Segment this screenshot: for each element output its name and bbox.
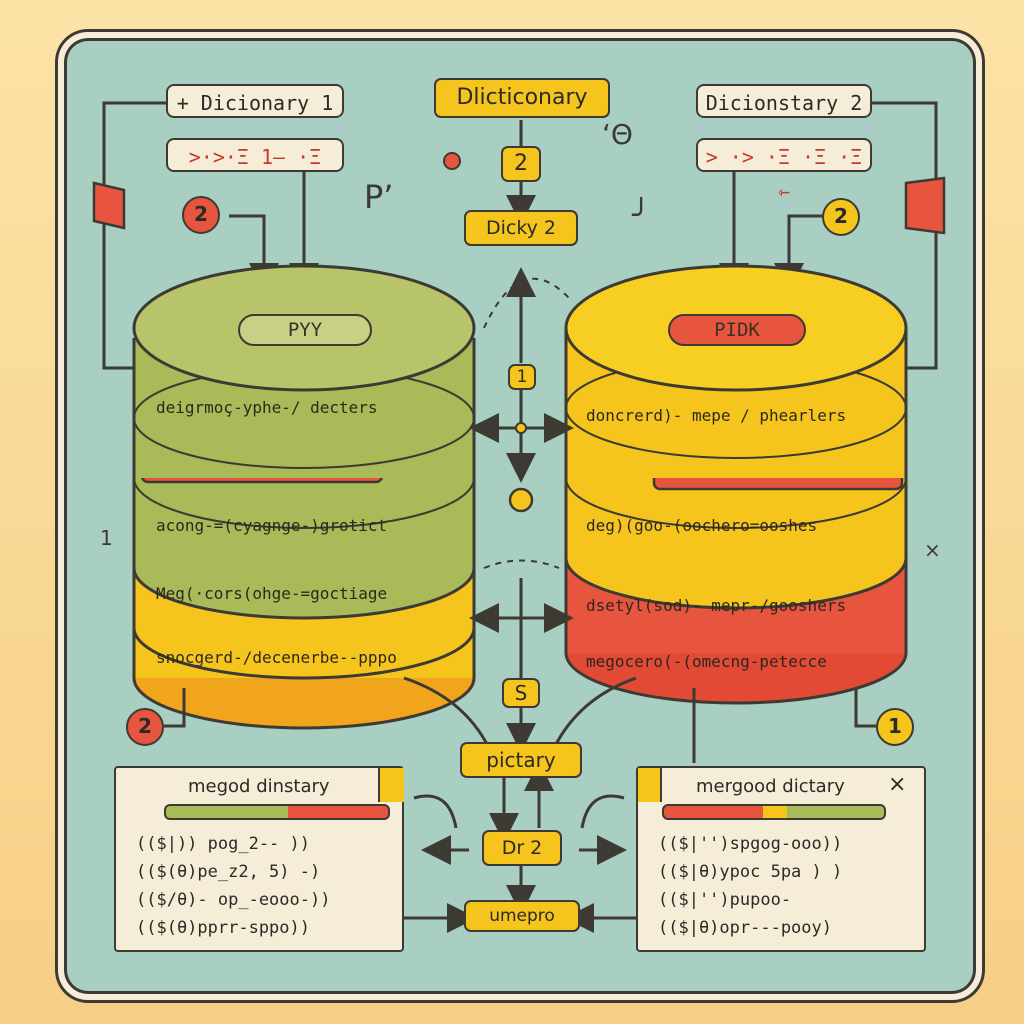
right-panel-row: (($|'')spgog-ooo))	[658, 834, 843, 854]
left-database-pill: PYY	[238, 314, 372, 346]
right-connector	[872, 101, 938, 370]
umepro-box: umepro	[464, 900, 580, 932]
right-db-row: doncrerd)- mepe / phearlers	[586, 406, 847, 425]
left-db-row: acong-=(cyagnge-)grotict	[156, 516, 388, 535]
left-flag-icon	[92, 181, 126, 230]
center-title-label: Dlicticonary	[434, 78, 610, 118]
left-panel-tab	[378, 768, 404, 802]
scribble-left: Pʼ	[364, 178, 394, 216]
left-merged-panel: megod dinstary (($|)) pog_2-- )) (($(θ)p…	[114, 766, 404, 952]
right-panel-row: (($|'')pupoo-	[658, 890, 792, 910]
dictionary-2-sub-label: > ·> ·Ξ ·Ξ ·Ξ ⇽	[696, 138, 872, 203]
scribble-right-2: ╯	[632, 198, 651, 233]
dictionary-2-label: Dicionstary 2	[696, 84, 872, 118]
right-db-row: deg)(goo-(oochero=ooshes	[586, 516, 818, 535]
center-sub-label: Dicky 2	[464, 210, 578, 246]
left-panel-row: (($/θ)- op_-eooo-))	[136, 890, 331, 910]
dr2-box: Dr 2	[482, 830, 562, 866]
pictary-box: pictary	[460, 742, 582, 778]
right-panel-row: (($|θ)ypoc 5pa ) )	[658, 862, 843, 882]
left-panel-row: (($(θ)pprr-sppo))	[136, 918, 310, 938]
right-merged-panel: mergood dictary × (($|'')spgog-ooo)) (($…	[636, 766, 926, 952]
right-panel-close-icon[interactable]: ×	[888, 772, 907, 797]
center-dot	[508, 487, 534, 513]
left-database	[132, 264, 476, 730]
center-number-box: 2	[501, 146, 541, 182]
right-panel-title: mergood dictary	[696, 776, 845, 797]
badge-left-top: 2	[182, 196, 220, 234]
left-db-row: deigrmoç-yphe-/ decters	[156, 398, 378, 417]
right-panel-row: (($|θ)opr---pooy)	[658, 918, 832, 938]
right-flag-icon	[904, 176, 946, 235]
diagram-frame: + Dicionary 1 >·>·Ξ 1— ·Ξ Dlicticonary 2…	[58, 32, 982, 1000]
decor-dot	[443, 152, 461, 170]
left-db-row: Meg(·cors(ohge-=goctiage	[156, 584, 388, 603]
badge-right-top: 2	[822, 198, 860, 236]
left-panel-progress	[164, 804, 390, 820]
left-panel-row: (($(θ)pe_z2, 5) -)	[136, 862, 321, 882]
right-database-pill: PIDK	[668, 314, 806, 346]
left-db-row: snocgerd-/decenerbe--pppo	[156, 648, 397, 667]
center-box-1: 1	[508, 364, 536, 390]
dictionary-1-sub-label: >·>·Ξ 1— ·Ξ	[166, 138, 344, 172]
badge-right-bottom: 1	[876, 708, 914, 746]
right-x-mark: ×	[924, 538, 941, 562]
right-panel-progress	[662, 804, 886, 820]
right-panel-tab	[638, 768, 662, 802]
diagram-artwork	[92, 101, 946, 933]
right-db-row: megocero(-(omecng-petecce	[586, 652, 827, 671]
center-box-s: S	[502, 678, 540, 708]
badge-left-bottom: 2	[126, 708, 164, 746]
scribble-right: ʻΘ	[602, 118, 633, 151]
left-number-mark: 1	[100, 526, 113, 550]
left-connector	[102, 101, 169, 370]
left-panel-row: (($|)) pog_2-- ))	[136, 834, 310, 854]
right-db-row: dsetyl(sod)- mepr-/gooshers	[586, 596, 847, 615]
dictionary-1-label: + Dicionary 1	[166, 84, 344, 118]
left-panel-title: megod dinstary	[188, 776, 330, 797]
